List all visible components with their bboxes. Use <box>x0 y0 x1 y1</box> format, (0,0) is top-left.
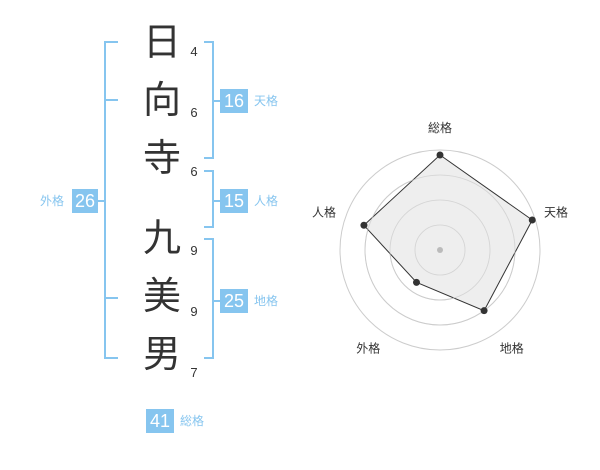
chikaku-badge: 25 <box>220 289 248 313</box>
radar-axis-label: 人格 <box>312 204 336 219</box>
name-char-1: 日 <box>142 20 181 64</box>
radar-axis-label: 外格 <box>356 341 380 356</box>
name-char-6: 男 <box>142 332 181 376</box>
tenkaku-badge: 16 <box>220 89 248 113</box>
radar-point <box>360 221 368 229</box>
gaikaku-bracket-connector <box>96 200 104 202</box>
radar-grid-ring-overlay <box>414 224 466 276</box>
gaikaku-label: 外格 <box>40 194 65 208</box>
chikaku-bracket <box>204 238 214 359</box>
tenkaku-bracket-connector <box>214 100 222 102</box>
jinkaku-bracket-connector <box>214 200 222 202</box>
gaikaku-badge: 26 <box>72 189 98 213</box>
stroke-count-4: 9 <box>190 243 198 258</box>
gaikaku-bracket <box>104 41 118 359</box>
radar-center-dot <box>437 247 443 253</box>
stroke-count-5: 9 <box>190 304 198 319</box>
radar-point <box>528 216 536 224</box>
tenkaku-bracket <box>204 41 214 159</box>
jinkaku-badge: 15 <box>220 189 248 213</box>
chikaku-label: 地格 <box>254 294 279 308</box>
name-char-3: 寺 <box>142 136 181 180</box>
radar-point <box>412 278 420 286</box>
radar-point <box>480 307 488 315</box>
gaikaku-bracket-tick <box>104 99 118 101</box>
jinkaku-bracket <box>204 170 214 228</box>
tenkaku-label: 天格 <box>254 94 279 108</box>
radar-axis-label: 天格 <box>544 204 568 219</box>
name-char-5: 美 <box>142 274 181 318</box>
name-char-4: 九 <box>142 216 181 260</box>
gaikaku-bracket-tick <box>104 297 118 299</box>
radar-axis-label: 地格 <box>500 341 524 356</box>
radar-axis-label: 総格 <box>428 120 452 135</box>
jinkaku-label: 人格 <box>254 194 279 208</box>
soukaku-badge: 41 <box>146 409 174 433</box>
radar-grid-ring-overlay <box>389 199 491 301</box>
stroke-count-2: 6 <box>190 105 198 120</box>
stroke-count-6: 7 <box>190 365 198 380</box>
stroke-count-3: 6 <box>190 164 198 179</box>
radar-point <box>436 151 444 159</box>
stroke-count-1: 4 <box>190 44 198 59</box>
chikaku-bracket-connector <box>214 300 222 302</box>
radar-grid-ring-overlay <box>364 174 516 326</box>
name-char-2: 向 <box>142 78 181 122</box>
soukaku-label: 総格 <box>180 414 205 428</box>
